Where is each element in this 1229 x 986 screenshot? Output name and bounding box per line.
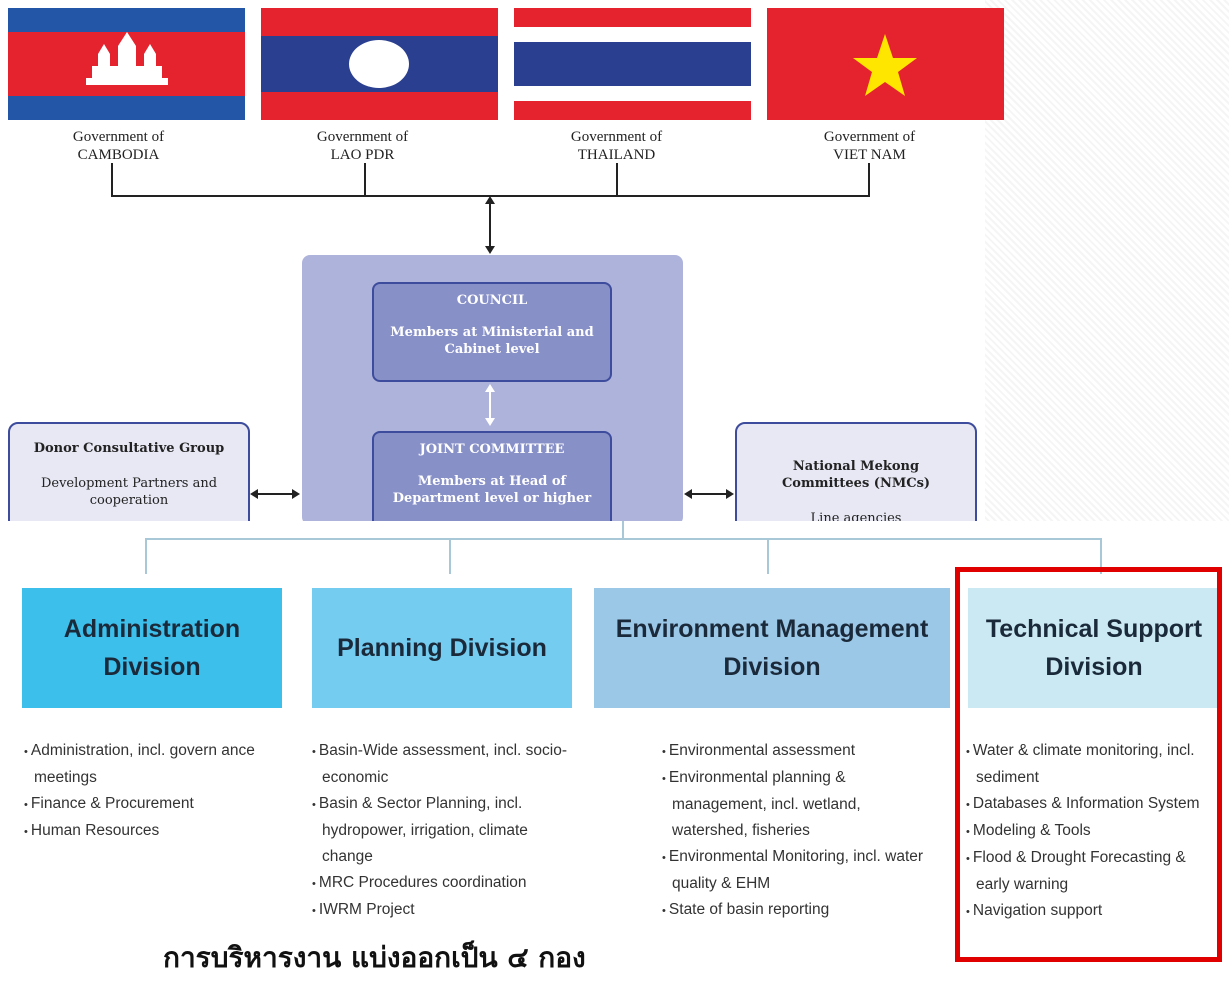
list-item: Human Resources [24, 818, 264, 845]
list-item: Modeling & Tools [966, 818, 1222, 845]
environment-division-box: Environment Management Division [594, 588, 950, 708]
list-item: IWRM Project [312, 897, 580, 924]
tree-line [449, 538, 451, 574]
list-item: Environmental assessment [662, 738, 932, 765]
list-item: Flood & Drought Forecasting & early warn… [966, 845, 1222, 898]
list-item: Basin & Sector Planning, incl. hydropowe… [312, 791, 580, 870]
list-item: Water & climate monitoring, incl. sedime… [966, 738, 1222, 791]
list-item: MRC Procedures coordination [312, 870, 580, 897]
double-arrow-icon [250, 489, 300, 499]
tree-line [145, 538, 147, 574]
donor-group-title: Donor Consultative Group [33, 441, 225, 456]
page-caption: การบริหารงาน แบ่งออกเป็น ๔ กอง [163, 941, 586, 974]
tree-line [622, 521, 624, 539]
joint-committee-desc: Members at Head of Department level or h… [392, 474, 592, 506]
technical-support-task-list: Water & climate monitoring, incl. sedime… [966, 738, 1222, 925]
list-item: Administration, incl. govern ance meetin… [24, 738, 264, 791]
council-title: COUNCIL [456, 293, 528, 308]
double-arrow-icon [684, 489, 734, 499]
double-arrow-icon [485, 196, 495, 254]
cambodia-flag [8, 8, 245, 120]
division-title: Environment Management Division [615, 615, 929, 681]
background-pattern [985, 0, 1229, 540]
list-item: State of basin reporting [662, 897, 932, 924]
list-item: Databases & Information System [966, 791, 1222, 818]
connector-line [111, 163, 113, 196]
list-item: Finance & Procurement [24, 791, 264, 818]
tree-line [1100, 538, 1102, 574]
administration-task-list: Administration, incl. govern ance meetin… [24, 738, 264, 845]
division-title: Technical Support Division [985, 615, 1203, 681]
connector-line [616, 163, 618, 196]
administration-division-box: Administration Division [22, 588, 282, 708]
highlight-frame [955, 567, 1222, 962]
list-item: Environmental planning & management, inc… [662, 765, 932, 844]
connector-line [364, 163, 366, 196]
joint-committee-title: JOINT COMMITTEE [419, 442, 565, 457]
environment-task-list: Environmental assessment Environmental p… [662, 738, 932, 924]
donor-group-desc: Development Partners and cooperation [40, 476, 218, 508]
connector-line [868, 163, 870, 196]
tree-line [767, 538, 769, 574]
technical-support-division-box: Technical Support Division [968, 588, 1220, 708]
connector-line [111, 195, 870, 197]
division-title: Administration Division [63, 615, 241, 681]
thailand-flag [514, 8, 751, 120]
planning-task-list: Basin-Wide assessment, incl. socio-econo… [312, 738, 580, 924]
vietnam-flag [767, 8, 1004, 120]
council-box: COUNCIL Members at Ministerial and Cabin… [372, 282, 612, 382]
double-arrow-icon [485, 384, 495, 426]
division-title: Planning Division [337, 634, 547, 662]
planning-division-box: Planning Division [312, 588, 572, 708]
list-item: Navigation support [966, 898, 1222, 925]
list-item: Basin-Wide assessment, incl. socio-econo… [312, 738, 580, 791]
tree-line [145, 538, 1102, 540]
nmc-title: National Mekong Committees (NMCs) [781, 459, 931, 491]
list-item: Environmental Monitoring, incl. water qu… [662, 844, 932, 897]
council-desc: Members at Ministerial and Cabinet level [390, 325, 594, 357]
laos-flag [261, 8, 498, 120]
